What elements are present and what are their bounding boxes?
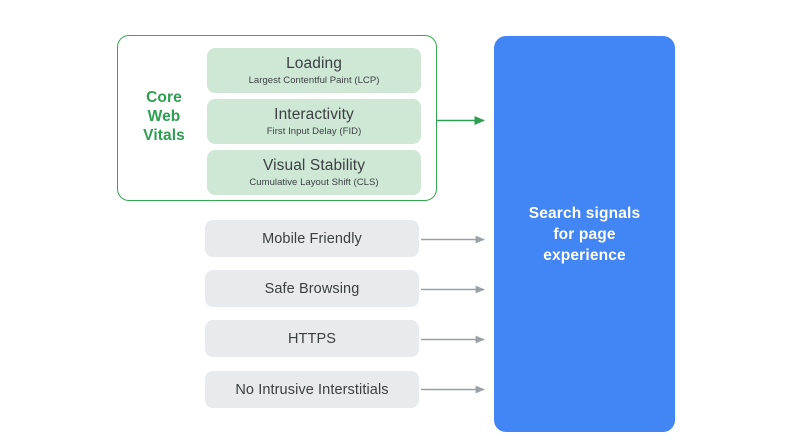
vital-card-title: Visual Stability [262,156,366,174]
vital-card-title: Interactivity [274,105,354,123]
signal-pill-safe-browsing[interactable]: Safe Browsing [205,270,419,307]
search-signals-panel[interactable]: Search signals for page experience [494,36,675,432]
core-web-vitals-label-line-3: Vitals [143,127,185,144]
signal-pill-label: Mobile Friendly [262,230,362,247]
core-web-vitals-label-line-1: Core [146,89,182,106]
vital-card-visual-stability[interactable]: Visual Stability Cumulative Layout Shift… [207,150,421,195]
signal-pill-no-intrusive-interstitials[interactable]: No Intrusive Interstitials [205,371,419,408]
vital-card-subtitle: First Input Delay (FID) [266,125,362,137]
signal-pill-label: Safe Browsing [264,280,360,297]
search-signals-panel-label: Search signals for page experience [528,204,641,264]
signal-pill-mobile-friendly[interactable]: Mobile Friendly [205,220,419,257]
core-web-vitals-group-label: Core Web Vitals [128,88,200,145]
signal-pill-label: HTTPS [287,330,337,347]
signal-pill-label: No Intrusive Interstitials [235,381,389,398]
vital-card-interactivity[interactable]: Interactivity First Input Delay (FID) [207,99,421,144]
vital-card-title: Loading [286,54,342,72]
vital-card-subtitle: Cumulative Layout Shift (CLS) [249,176,379,188]
vital-card-subtitle: Largest Contentful Paint (LCP) [248,74,380,86]
vital-card-loading[interactable]: Loading Largest Contentful Paint (LCP) [207,48,421,93]
signal-pill-https[interactable]: HTTPS [205,320,419,357]
core-web-vitals-label-line-2: Web [147,108,181,125]
